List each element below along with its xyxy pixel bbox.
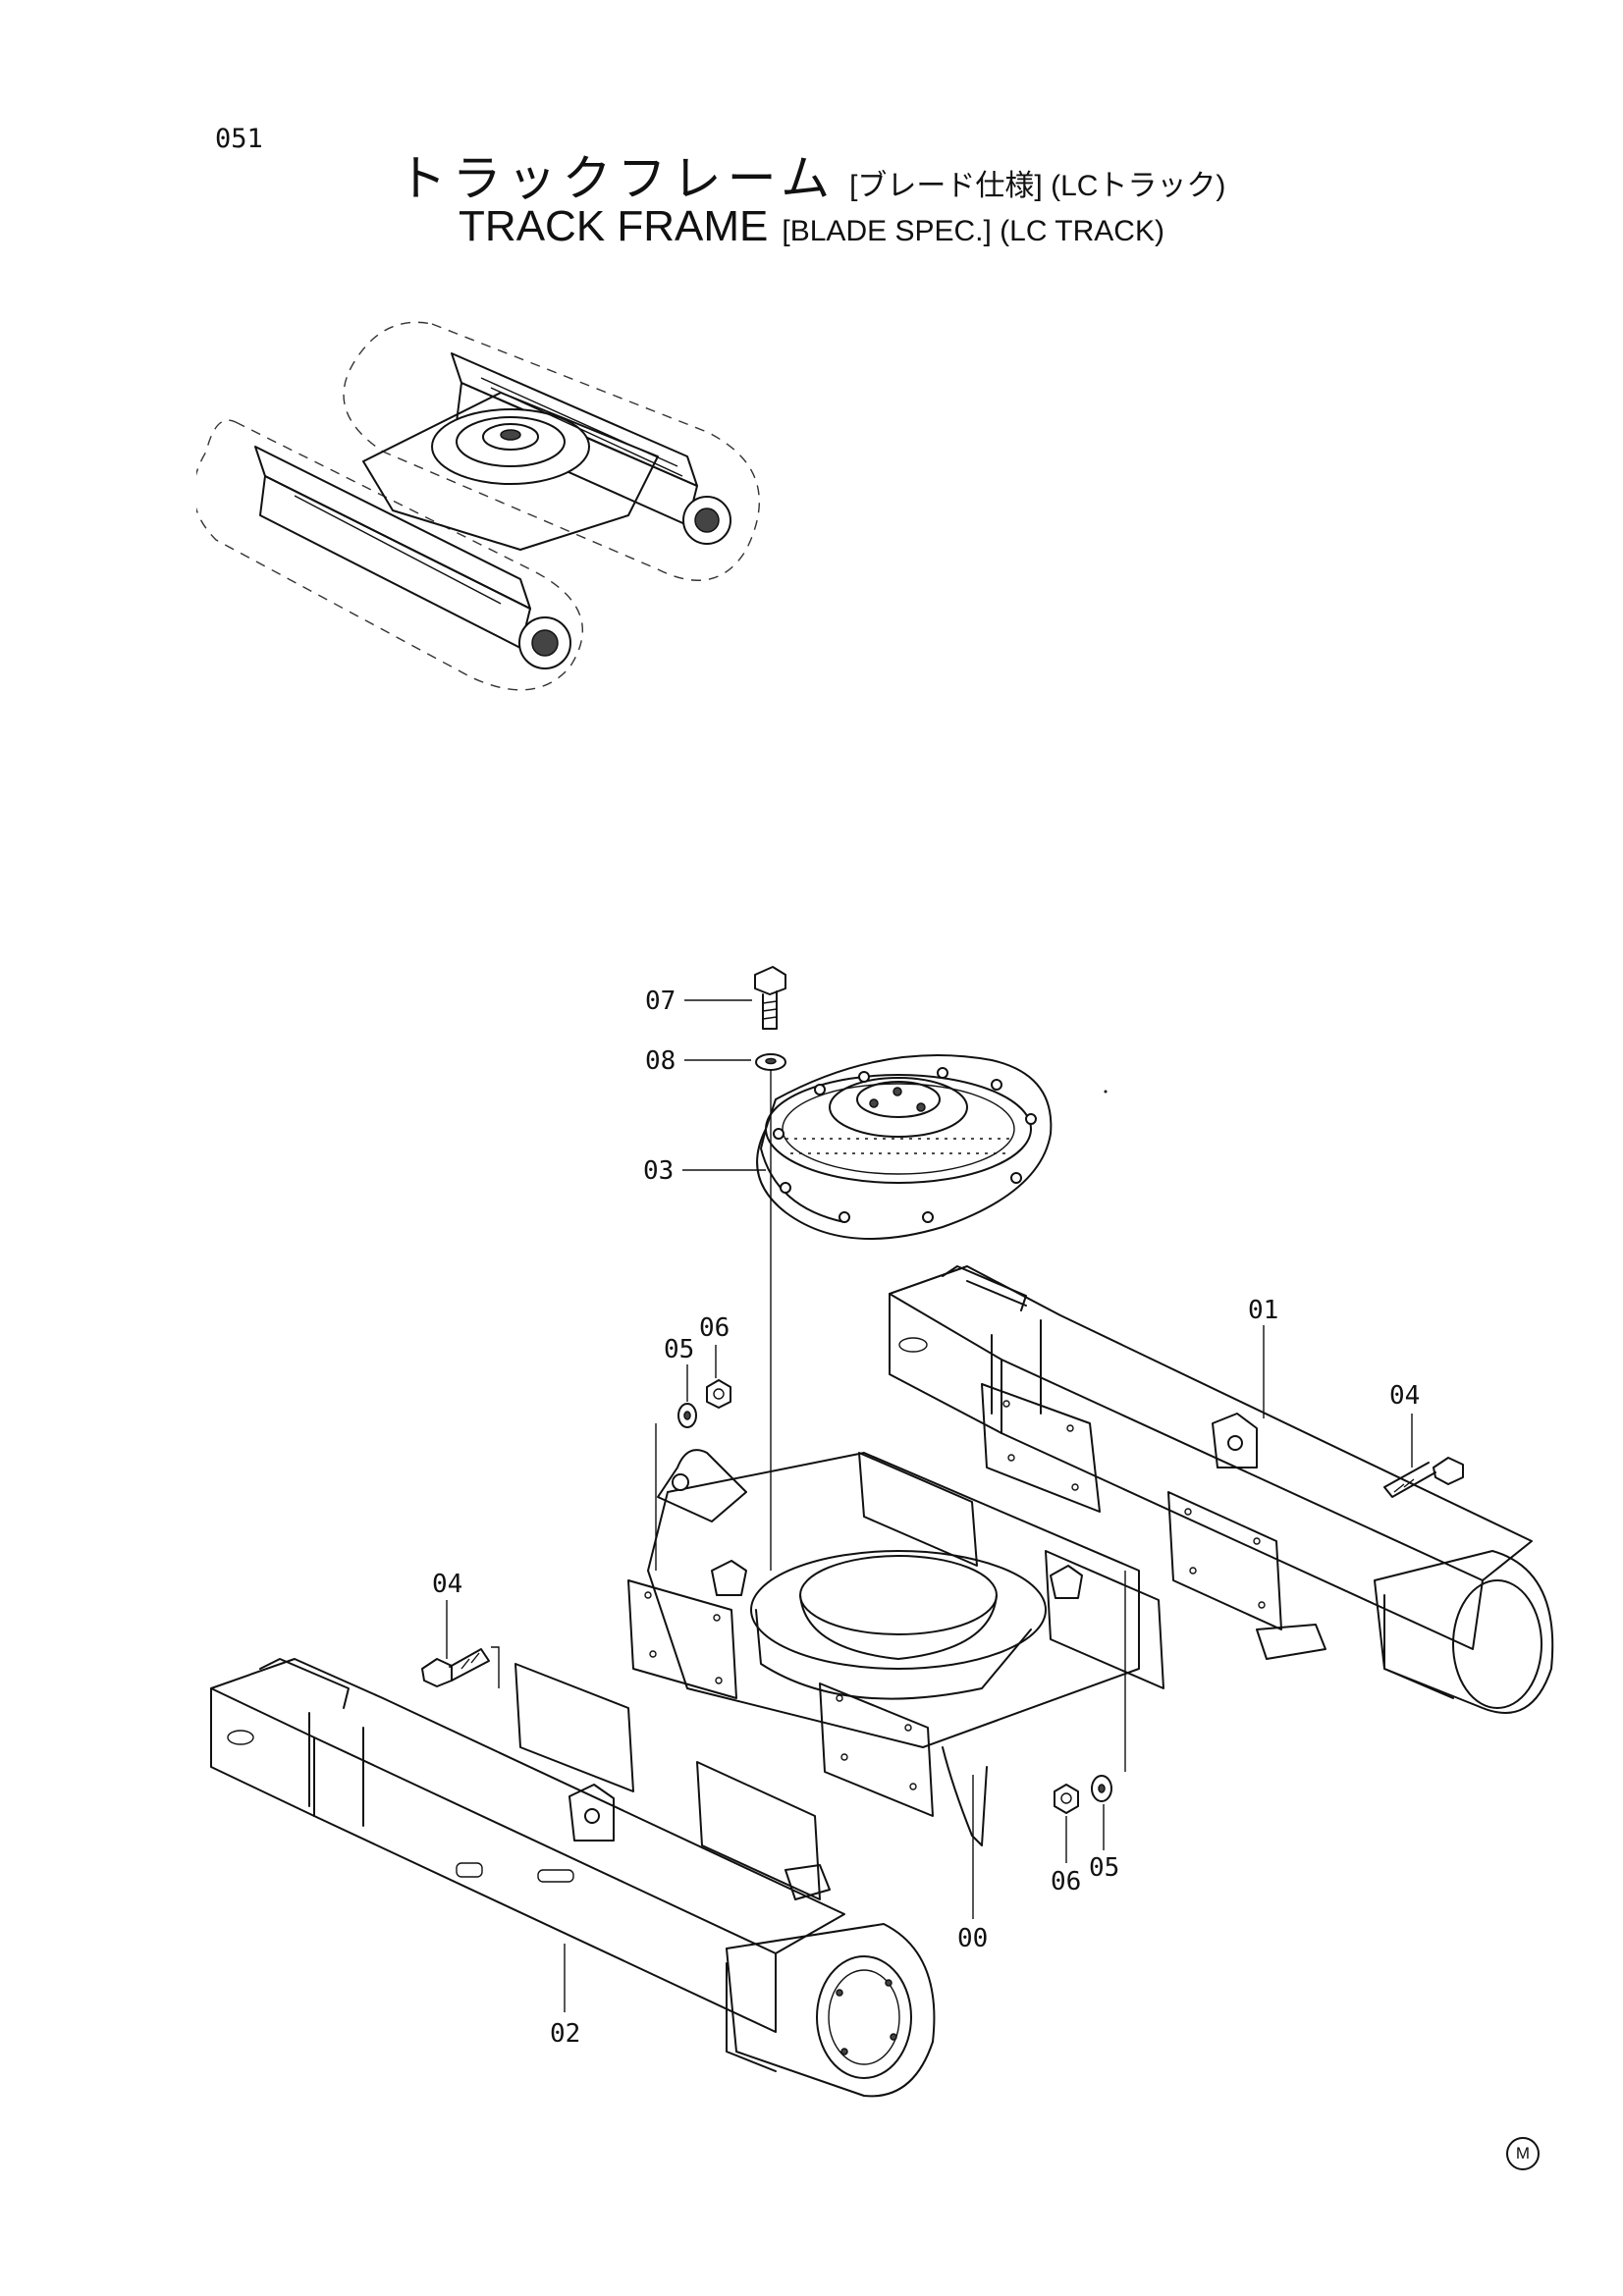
callout-05-lower: 05 (1089, 1853, 1119, 1883)
center-frame-00 (627, 1449, 1164, 1846)
callout-06-upper: 06 (699, 1313, 730, 1343)
title-japanese: トラックフレーム [ブレード仕様] (LCトラック) (0, 139, 1623, 210)
title-english: TRACK FRAME [BLADE SPEC.] (LC TRACK) (0, 202, 1623, 251)
side-frame-01 (889, 1265, 1554, 1714)
callout-08: 08 (645, 1046, 676, 1076)
bolt-04-left (421, 1648, 490, 1687)
callout-02: 02 (550, 2019, 580, 2049)
overview-illustration (196, 321, 760, 691)
side-frame-02 (210, 1658, 936, 2098)
nut-06-upper (706, 1379, 731, 1409)
bolt-04-right (1383, 1457, 1464, 1498)
washer-05-upper (677, 1403, 697, 1428)
plate-03 (756, 1054, 1053, 1240)
callout-03: 03 (643, 1156, 674, 1186)
corner-mark: M (1506, 2137, 1540, 2170)
callout-06-lower: 06 (1051, 1867, 1081, 1896)
title-en-main: TRACK FRAME (459, 202, 769, 250)
callout-04-right: 04 (1389, 1381, 1420, 1411)
callout-00: 00 (957, 1924, 988, 1953)
leader-04-left-axis (491, 1646, 500, 1688)
callout-01: 01 (1248, 1296, 1278, 1325)
nut-06-lower (1054, 1784, 1079, 1814)
callout-04-left: 04 (432, 1570, 462, 1599)
title-jp-spec: [ブレード仕様] (LCトラック) (849, 170, 1226, 202)
title-en-spec: [BLADE SPEC.] (LC TRACK) (782, 215, 1164, 247)
washer-05-lower (1091, 1775, 1112, 1802)
title-jp-main: トラックフレーム (397, 150, 837, 207)
callout-05-upper: 05 (664, 1335, 694, 1364)
page-number: 051 (215, 124, 263, 154)
callout-07: 07 (645, 987, 676, 1016)
bolt-07 (754, 966, 786, 1030)
stray-dot (1104, 1090, 1108, 1094)
washer-08 (755, 1053, 786, 1071)
